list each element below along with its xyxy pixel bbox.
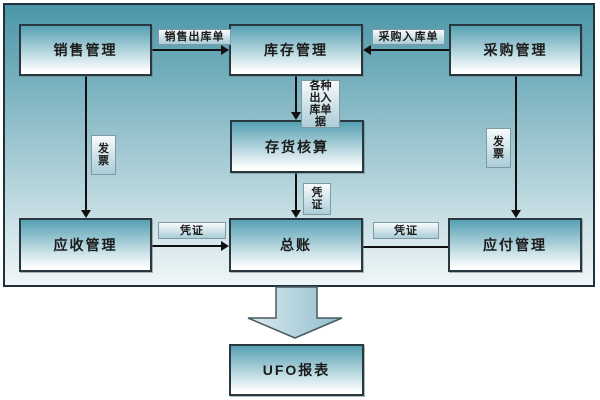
connector-inventory-to-accounting — [295, 76, 297, 114]
label-line: 票 — [493, 148, 504, 160]
label-sales-outbound-order: 销售出库单 — [158, 29, 231, 45]
arrowhead-right — [221, 45, 229, 55]
node-ufo-report: UFO报表 — [229, 344, 364, 396]
node-inventory-management: 库存管理 — [229, 24, 363, 76]
connector-purchase-to-payables — [515, 76, 517, 212]
connector-sales-to-inventory — [152, 49, 224, 51]
node-sales-management: 销售管理 — [19, 24, 152, 76]
label-invoice-right: 发 票 — [486, 128, 511, 168]
label-line: 票 — [98, 155, 109, 167]
label-purchase-inbound-order: 采购入库单 — [372, 29, 445, 45]
label-line: 库单 — [309, 104, 332, 116]
label-line: 凭 — [311, 187, 323, 199]
arrowhead-down — [511, 210, 521, 218]
big-down-arrow — [247, 286, 343, 339]
label-invoice-left: 发 票 — [91, 135, 116, 175]
label-line: 各种 — [309, 80, 332, 92]
node-inventory-accounting: 存货核算 — [230, 120, 364, 173]
connector-sales-to-receivables — [85, 76, 87, 212]
label-various-in-out-documents: 各种 出入 库单 据 — [301, 80, 340, 128]
arrowhead-down — [291, 112, 301, 120]
label-voucher-right: 凭证 — [373, 222, 439, 239]
node-general-ledger: 总账 — [229, 218, 363, 272]
label-line: 出入 — [309, 92, 332, 104]
label-line: 据 — [315, 116, 326, 128]
arrowhead-right — [221, 241, 229, 251]
connector-purchase-to-inventory — [370, 49, 449, 51]
arrowhead-left — [363, 45, 371, 55]
label-line: 发 — [493, 136, 504, 148]
label-line: 发 — [98, 143, 109, 155]
arrowhead-down — [291, 210, 301, 218]
node-receivables-management: 应收管理 — [19, 218, 152, 272]
label-voucher-left: 凭证 — [158, 222, 226, 239]
label-line: 证 — [311, 199, 323, 211]
arrowhead-down — [81, 210, 91, 218]
connector-receivables-to-ledger — [152, 245, 222, 247]
node-purchase-management: 采购管理 — [449, 24, 582, 76]
node-payables-management: 应付管理 — [448, 218, 582, 272]
connector-accounting-to-ledger — [295, 173, 297, 212]
connector-ledger-to-payables — [363, 246, 448, 248]
label-voucher-middle: 凭 证 — [303, 183, 331, 215]
